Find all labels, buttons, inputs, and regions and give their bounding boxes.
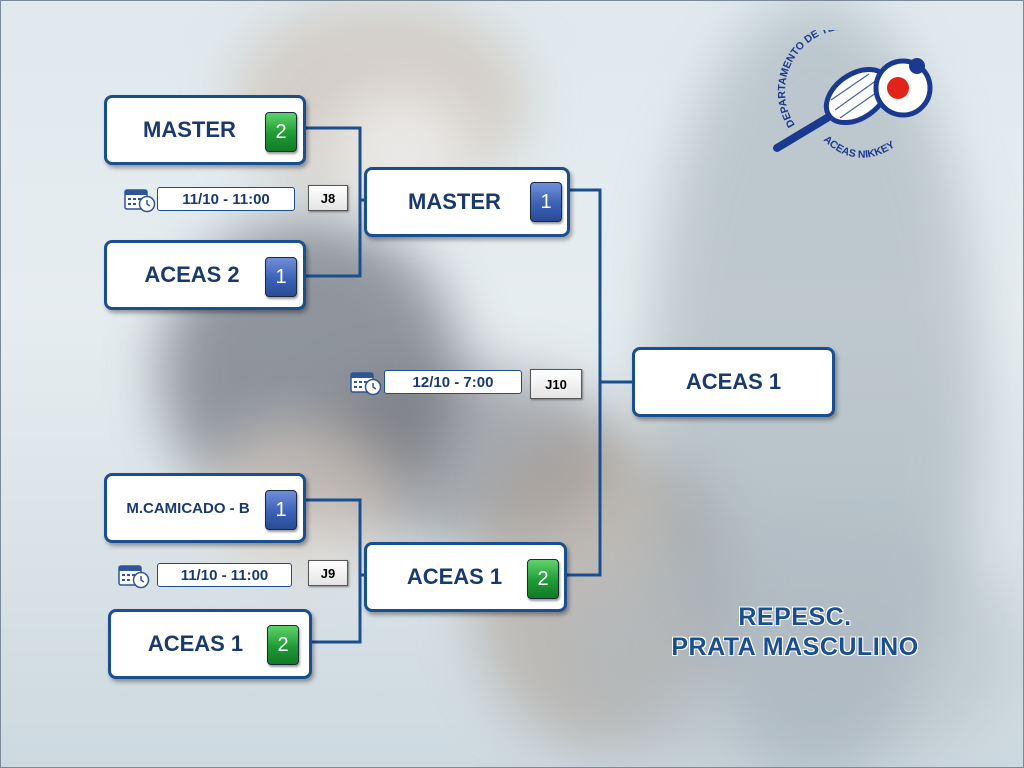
score-badge: 2 xyxy=(267,625,299,665)
bracket-title: REPESC. PRATA MASCULINO xyxy=(640,602,950,662)
team-name: MASTER xyxy=(143,117,236,142)
calendar-clock-icon xyxy=(124,189,156,213)
score-badge: 2 xyxy=(527,559,559,599)
score-badge: 1 xyxy=(265,257,297,297)
final-team-a: MASTER 1 xyxy=(364,167,570,237)
team-name: ACEAS 1 xyxy=(406,564,503,589)
semi2-date: 11/10 - 11:00 xyxy=(157,563,292,587)
semi1-team-b: ACEAS 2 1 xyxy=(104,240,306,310)
score-badge: 1 xyxy=(265,490,297,530)
final-game-label: J10 xyxy=(530,369,582,399)
final-team-b: ACEAS 1 2 xyxy=(364,542,567,612)
tennis-ball-icon xyxy=(887,77,909,99)
team-name: ACEAS 1 xyxy=(147,631,244,656)
title-line-2: PRATA MASCULINO xyxy=(671,633,919,661)
tennis-department-logo: DEPARTAMENTO DE TÊNIS ACEAS NIKKEY xyxy=(773,30,933,161)
semi1-date: 11/10 - 11:00 xyxy=(157,187,295,211)
svg-text:ACEAS NIKKEY: ACEAS NIKKEY xyxy=(821,133,897,160)
semi2-game-label: J9 xyxy=(308,560,348,586)
winner-name: ACEAS 1 xyxy=(685,369,782,394)
team-name: MASTER xyxy=(408,189,501,214)
team-name: M.CAMICADO - B xyxy=(126,499,250,517)
semi1-game-label: J8 xyxy=(308,185,348,211)
semi1-team-a: MASTER 2 xyxy=(104,95,306,165)
title-line-1: REPESC. xyxy=(738,603,852,631)
score-badge: 2 xyxy=(265,112,297,152)
logo-bottom-text: ACEAS NIKKEY xyxy=(821,133,897,160)
semi2-team-b: ACEAS 1 2 xyxy=(108,609,312,679)
calendar-clock-icon xyxy=(350,372,382,396)
final-date: 12/10 - 7:00 xyxy=(384,370,522,394)
calendar-clock-icon xyxy=(118,565,150,589)
score-badge: 1 xyxy=(530,182,562,222)
winner-box: ACEAS 1 xyxy=(632,347,835,417)
team-name: ACEAS 2 xyxy=(144,262,240,287)
semi2-team-a: M.CAMICADO - B 1 xyxy=(104,473,306,543)
